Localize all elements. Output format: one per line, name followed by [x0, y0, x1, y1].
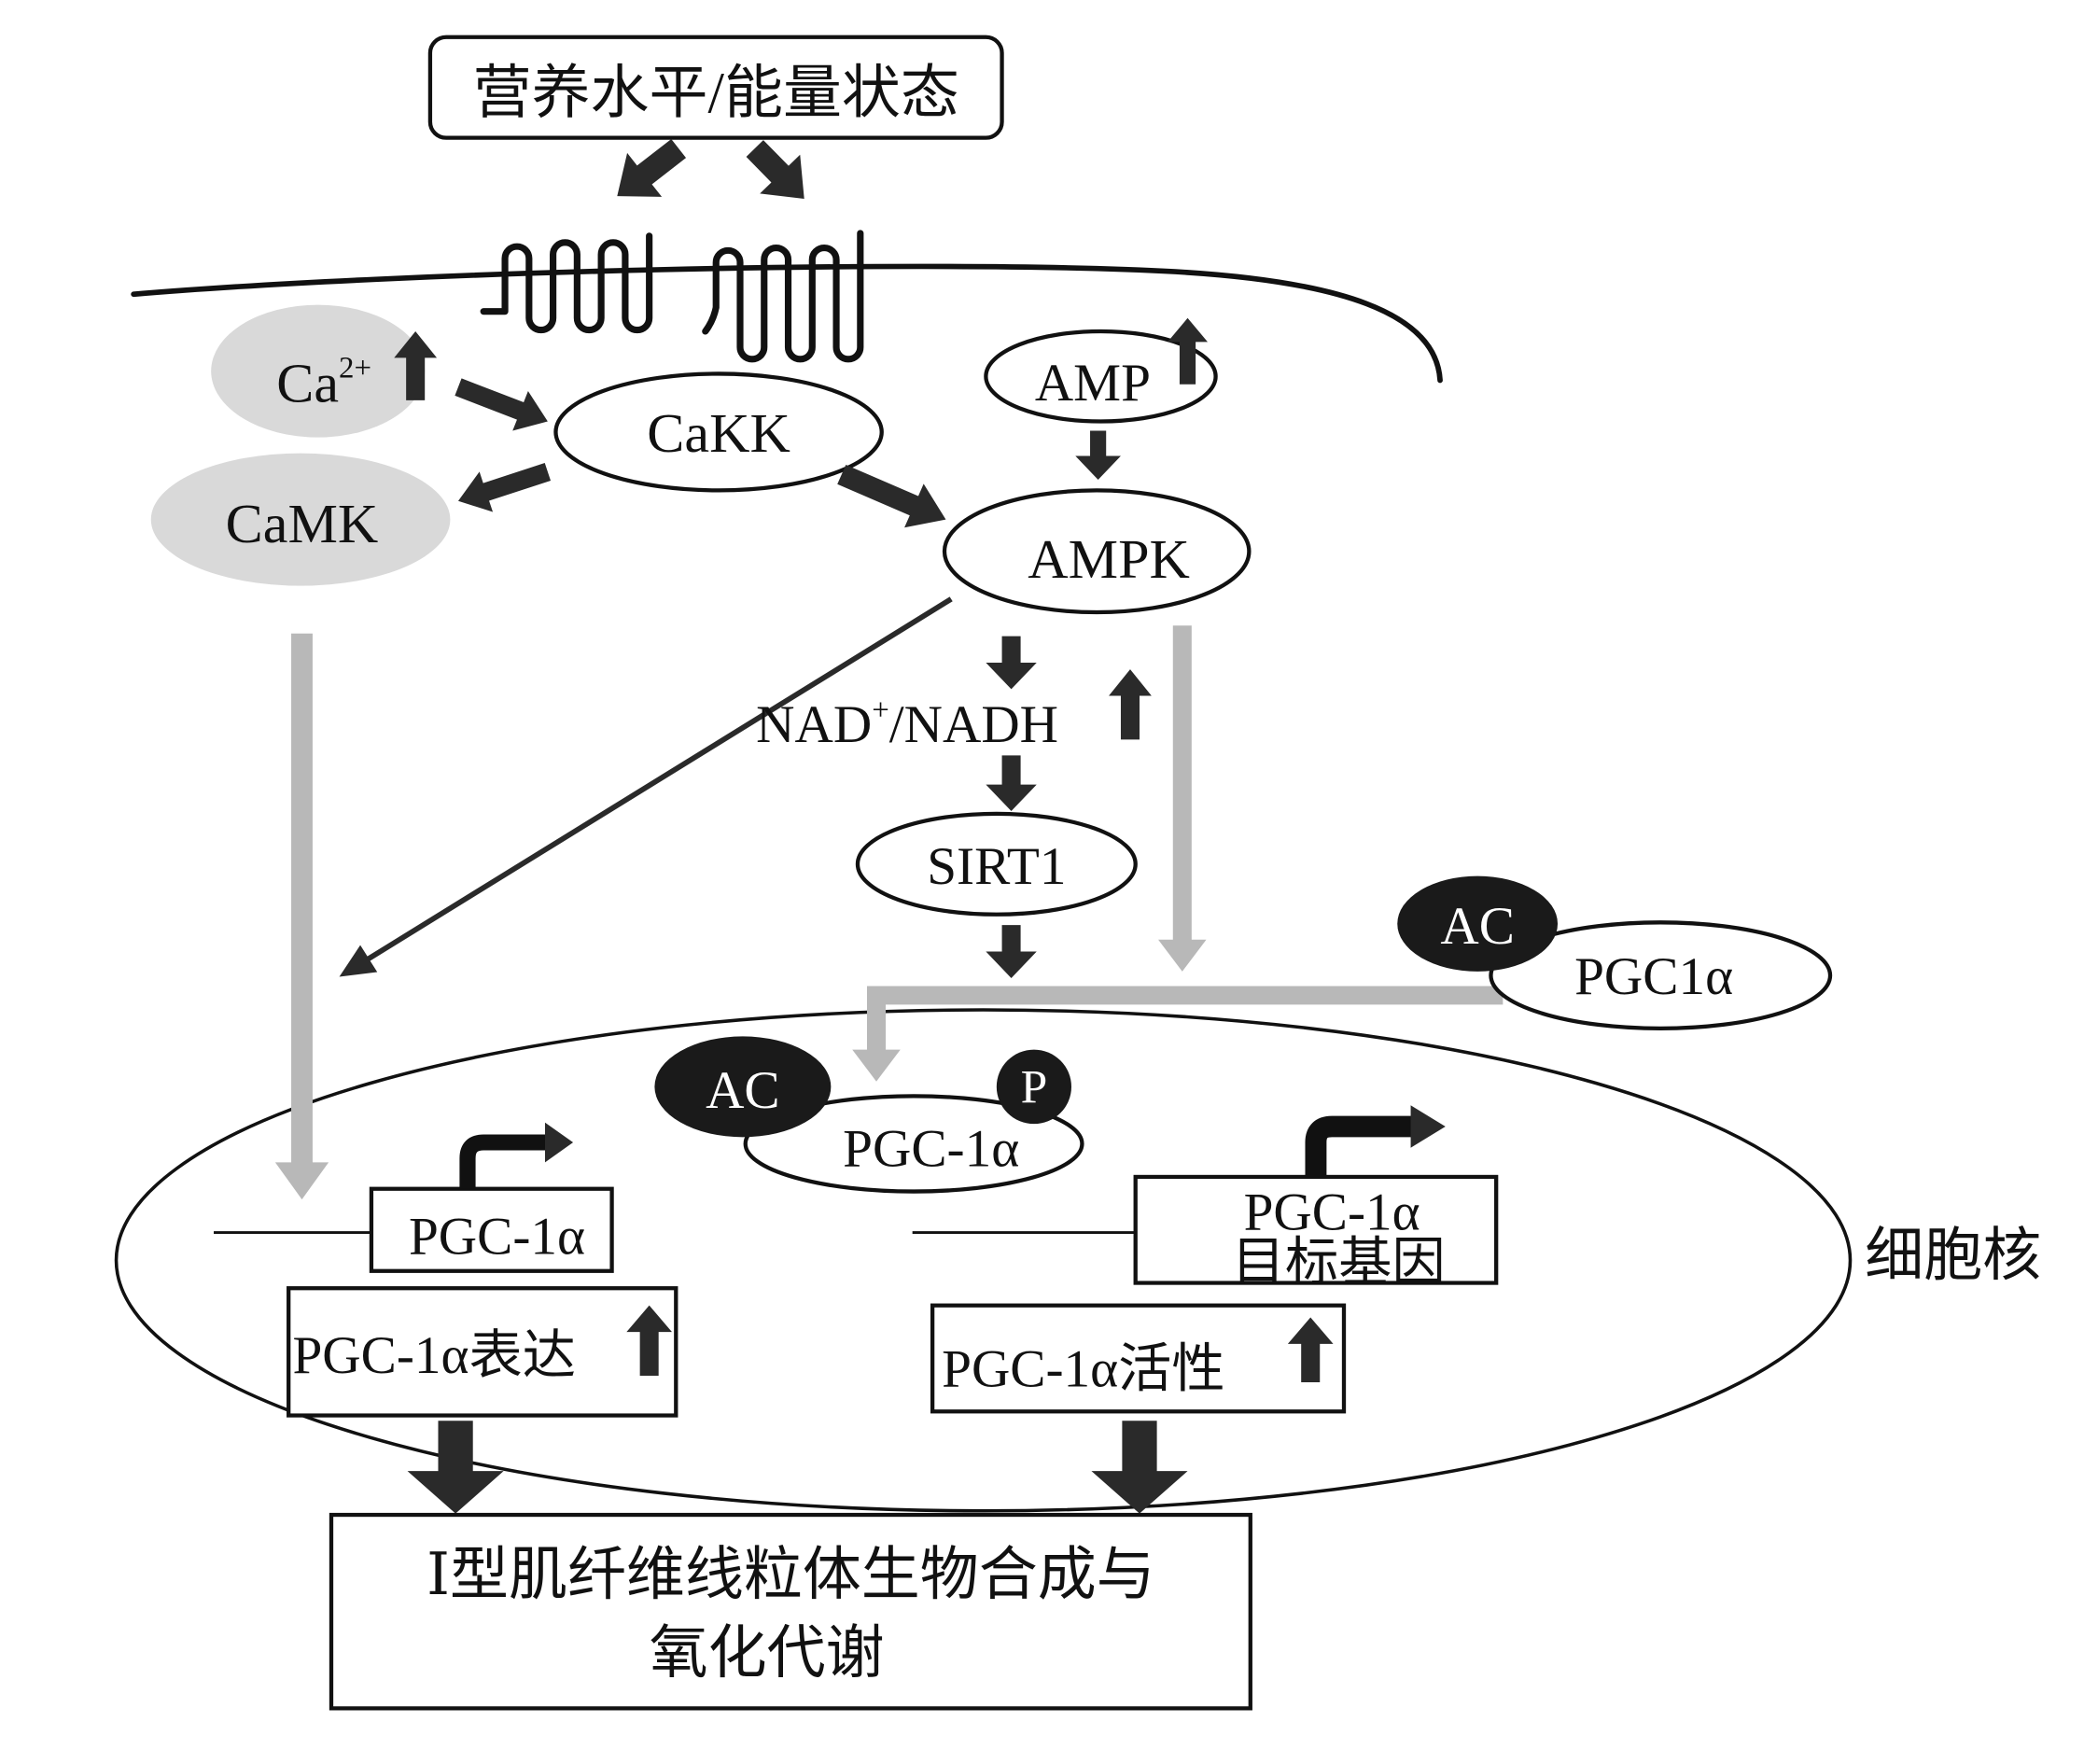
- ca-label-main: Ca: [276, 352, 339, 413]
- ca-increase-up-arrow-icon: [394, 330, 438, 400]
- amp-increase-up-arrow-icon: [1168, 317, 1208, 385]
- arrow-expression-to-result: [407, 1421, 504, 1514]
- grey-arrow-ampk-down: [1158, 625, 1207, 972]
- ca-label: Ca2+: [276, 352, 371, 413]
- nucleus: [114, 1008, 1853, 1513]
- ampk-node: AMPK: [942, 488, 1252, 615]
- nad-ratio: NAD+/NADH: [756, 669, 1152, 754]
- ampk-label: AMPK: [1028, 528, 1190, 590]
- camk-node-shape: [150, 453, 451, 586]
- arrow-top-to-right-receptor: [746, 140, 804, 199]
- sirt1-node: SIRT1: [855, 811, 1138, 917]
- pgc1a-expression-label: PGC-1α表达: [292, 1326, 576, 1385]
- target-gene-label-line2: 目标基因: [1232, 1234, 1446, 1293]
- result-label-line2: 氧化代谢: [650, 1620, 885, 1686]
- result-label-line1: Ⅰ型肌纤维线粒体生物合成与: [427, 1542, 1155, 1607]
- phosphate-label: P: [1021, 1061, 1048, 1114]
- right-receptor-icon: [702, 230, 864, 363]
- pgc1a-nuclear-node: PGC-1α AC P: [654, 1036, 1084, 1194]
- ac-cytoplasmic-badge: [1397, 875, 1559, 972]
- arrow-top-to-left-receptor: [617, 138, 687, 197]
- pgc1a-nuclear-shape: [743, 1094, 1084, 1194]
- pgc1a-cytoplasmic-node: PGC1α AC: [1397, 875, 1833, 1031]
- ca-node: Ca2+: [211, 304, 438, 438]
- arrow-ca-to-cakk: [455, 378, 548, 431]
- arrow-cakk-to-ampk: [837, 464, 946, 528]
- ac-nuclear-label: AC: [706, 1061, 780, 1120]
- ca-label-superscript: 2+: [339, 352, 371, 385]
- amp-node: AMP: [984, 317, 1218, 424]
- thin-arrow-ampk-to-pgc1a: [339, 596, 953, 977]
- pgc1a-target-gene: PGC-1α 目标基因: [912, 1105, 1499, 1293]
- activity-increase-up-arrow-icon: [1287, 1317, 1334, 1383]
- amp-label: AMP: [1035, 354, 1151, 413]
- left-receptor-icon: [480, 232, 653, 334]
- nutrient-energy-box: 营养水平/能量状态: [427, 35, 1004, 140]
- nad-increase-up-arrow-icon: [1109, 669, 1152, 740]
- ca-node-shape: [211, 304, 426, 438]
- pgc1a-cytoplasmic-label: PGC1α: [1574, 947, 1733, 1006]
- nutrient-energy-label: 营养水平/能量状态: [473, 61, 959, 126]
- pgc1a-gene-box: [369, 1186, 614, 1273]
- ac-cytoplasmic-label: AC: [1440, 897, 1515, 956]
- arrow-ampk-to-nad: [986, 636, 1037, 690]
- nad-label-suffix: /NADH: [889, 695, 1058, 754]
- ac-nuclear-badge: [654, 1036, 832, 1138]
- pgc1a-expression-frame: [287, 1286, 678, 1418]
- nad-label-superscript: +: [872, 693, 889, 727]
- arrow-nad-to-sirt1: [986, 755, 1037, 812]
- target-gene-transcription-arrow-icon: [1305, 1115, 1414, 1176]
- cakk-node: CaKK: [553, 371, 884, 493]
- pgc1a-gene-label: PGC-1α: [409, 1208, 585, 1267]
- pgc1a-nuclear-label: PGC-1α: [843, 1120, 1019, 1179]
- arrow-sirt1-down: [986, 925, 1037, 978]
- amp-node-shape: [984, 329, 1218, 424]
- pgc1a-gene-transcription-arrowhead: [545, 1122, 574, 1163]
- target-gene-label-line1: PGC-1α: [1244, 1183, 1420, 1242]
- result-box: Ⅰ型肌纤维线粒体生物合成与 氧化代谢: [329, 1512, 1252, 1711]
- phosphate-badge: [996, 1049, 1071, 1125]
- arrow-amp-to-ampk: [1075, 430, 1121, 481]
- nad-label-main: NAD: [756, 695, 872, 754]
- arrow-cakk-to-camk: [457, 463, 552, 512]
- nutrient-energy-box-frame: [427, 35, 1004, 140]
- pgc1a-expression-box: PGC-1α表达: [287, 1286, 678, 1418]
- nucleus-label: 细胞核: [1865, 1223, 2041, 1288]
- sirt1-node-shape: [855, 811, 1138, 917]
- target-gene-transcription-arrowhead: [1410, 1105, 1446, 1148]
- result-box-frame: [329, 1512, 1252, 1711]
- camk-label: CaMK: [226, 493, 379, 554]
- pgc1a-gene: PGC-1α: [214, 1122, 614, 1273]
- grey-arrow-camk-to-pgc1a-gene: [274, 633, 329, 1200]
- pgc1a-activity-frame: [930, 1303, 1347, 1414]
- pgc1a-activity-box: PGC-1α活性: [930, 1303, 1347, 1414]
- grey-arrow-pgc1a-import-head: [852, 1020, 901, 1082]
- target-gene-box: [1133, 1174, 1499, 1285]
- sirt1-label: SIRT1: [927, 837, 1066, 896]
- cell-membrane: [131, 263, 1443, 384]
- ampk-node-shape: [942, 488, 1252, 615]
- expression-increase-up-arrow-icon: [626, 1305, 672, 1376]
- arrow-activity-to-result: [1091, 1421, 1188, 1514]
- cakk-label: CaKK: [647, 402, 790, 464]
- cakk-node-shape: [553, 371, 884, 493]
- pgc1a-activity-label: PGC-1α活性: [942, 1340, 1225, 1399]
- pgc1a-gene-transcription-arrow-icon: [459, 1134, 548, 1189]
- pgc1a-cytoplasmic-shape: [1489, 920, 1833, 1031]
- nad-label: NAD+/NADH: [756, 693, 1058, 754]
- camk-node: CaMK: [150, 453, 451, 586]
